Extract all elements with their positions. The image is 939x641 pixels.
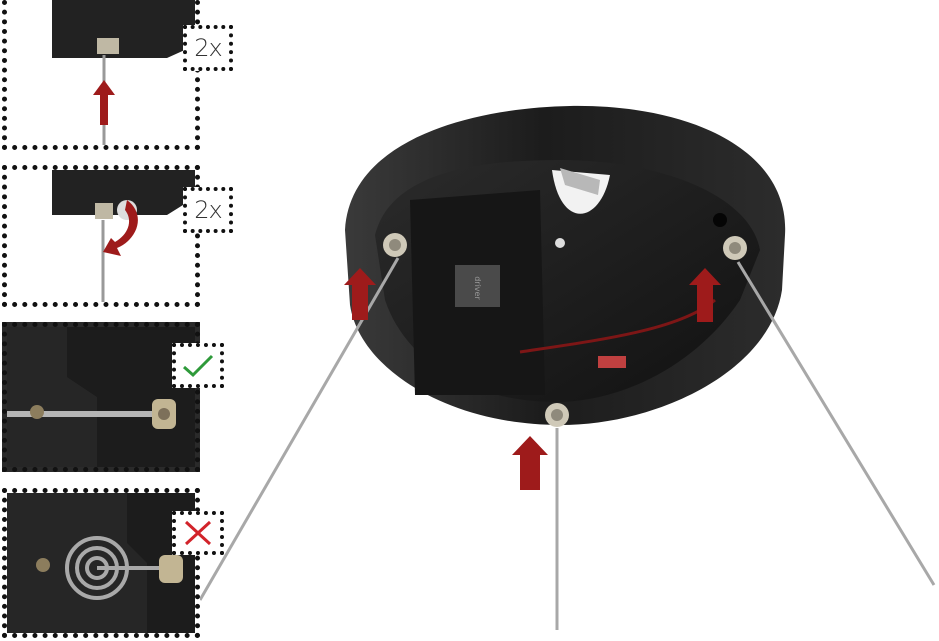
- step1-illustration: [7, 0, 200, 150]
- step2-multiplier-badge: 2x: [183, 187, 233, 233]
- arrow-up-front: [512, 436, 548, 490]
- incorrect-panel: [2, 488, 200, 638]
- nut-front: [545, 403, 569, 427]
- wire-right: [738, 262, 934, 585]
- check-icon: [181, 353, 215, 379]
- step2-illustration: [7, 170, 200, 307]
- step1-multiplier: 2x: [194, 34, 221, 62]
- step1-panel: [2, 0, 200, 150]
- nut-right: [723, 236, 747, 260]
- driver-label: driver: [473, 276, 482, 300]
- cross-icon: [183, 519, 213, 547]
- nut-left: [383, 233, 407, 257]
- correct-badge: [172, 343, 224, 388]
- step2-multiplier: 2x: [194, 196, 221, 224]
- wire-left: [200, 258, 398, 600]
- arrow-up-icon: [93, 80, 115, 125]
- step2-panel: [2, 165, 200, 307]
- step1-multiplier-badge: 2x: [183, 25, 233, 71]
- incorrect-badge: [172, 511, 224, 555]
- correct-panel: [2, 322, 200, 472]
